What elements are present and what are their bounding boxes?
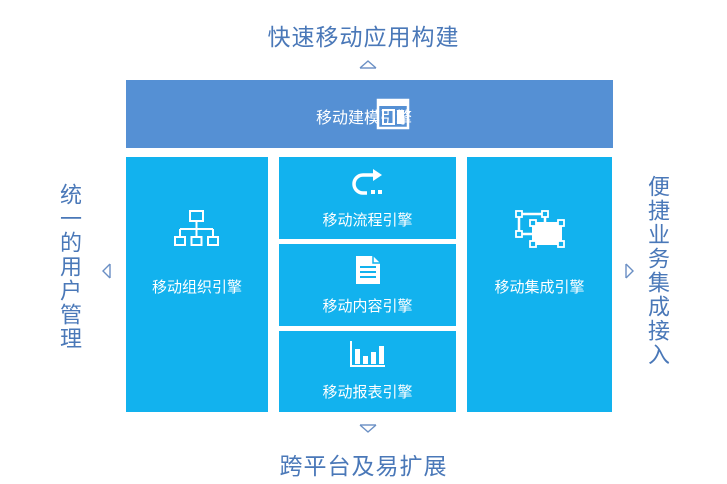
- engine-integration-label: 移动集成引擎: [494, 278, 585, 296]
- redo-arrow-icon: [352, 169, 382, 195]
- document-icon: [356, 256, 380, 284]
- engine-content-label: 移动内容引擎: [322, 297, 413, 315]
- bottom-label: 跨平台及易扩展: [279, 454, 448, 480]
- left-arrow-icon: [102, 263, 111, 279]
- right-arrow-icon: [625, 263, 634, 279]
- right-label: 便捷业务集成接入: [644, 175, 669, 367]
- down-arrow-icon: [359, 424, 377, 433]
- engine-report-label: 移动报表引擎: [322, 383, 413, 401]
- org-chart-icon: [174, 210, 219, 246]
- bar-chart-icon: [350, 341, 385, 367]
- engine-content-block: 移动内容引擎: [279, 244, 456, 326]
- engine-organization-label: 移动组织引擎: [151, 278, 242, 296]
- engine-integration-block: 移动集成引擎: [467, 157, 612, 412]
- engine-modeling-block: 移动建模引擎: [126, 80, 613, 148]
- up-arrow-icon: [359, 60, 377, 69]
- layout-icon: [376, 98, 410, 130]
- engine-process-label: 移动流程引擎: [322, 211, 413, 229]
- engine-organization-block: 移动组织引擎: [126, 157, 268, 412]
- engine-modeling-label: 移动建模引擎: [316, 108, 413, 127]
- engine-process-block: 移动流程引擎: [279, 157, 456, 239]
- left-label: 统一的用户管理: [56, 183, 81, 351]
- engine-report-block: 移动报表引擎: [279, 331, 456, 412]
- top-label: 快速移动应用构建: [267, 25, 460, 51]
- connected-frames-icon: [515, 210, 565, 248]
